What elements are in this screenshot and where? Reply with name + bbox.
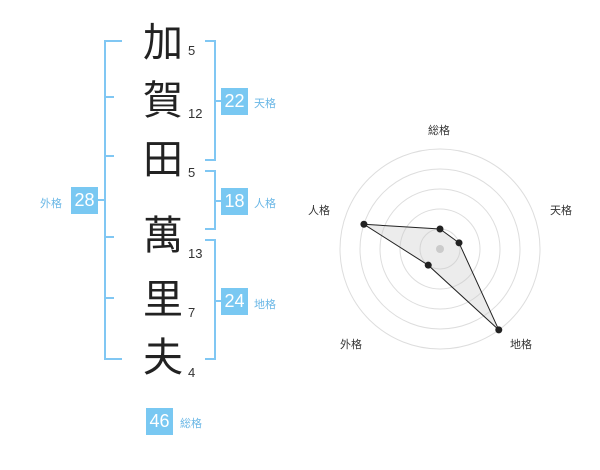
name-char-3: 田 xyxy=(143,137,183,183)
radar-ring xyxy=(359,168,521,330)
stroke-count-4: 13 xyxy=(188,246,203,261)
radar-label-soukaku: 総格 xyxy=(428,124,450,137)
radar-label-jinkaku: 人格 xyxy=(308,204,330,217)
tenkaku-connector xyxy=(214,100,221,102)
radar-point xyxy=(455,239,463,247)
stroke-count-5: 7 xyxy=(188,305,196,320)
radar-rings xyxy=(339,148,541,350)
radar-polygon-group xyxy=(363,223,500,331)
stroke-count-3: 5 xyxy=(188,165,196,180)
soukaku-label: 総格 xyxy=(180,417,202,430)
name-char-5: 里 xyxy=(143,277,183,323)
radar-label-gaikaku: 外格 xyxy=(340,338,362,351)
name-char-4: 萬 xyxy=(143,213,183,259)
radar-points xyxy=(360,220,503,334)
radar-ring xyxy=(379,188,501,310)
stroke-count-6: 4 xyxy=(188,365,196,380)
stroke-count-1: 5 xyxy=(188,43,196,58)
radar-center xyxy=(436,245,444,253)
bracket-tick xyxy=(104,236,114,238)
chikaku-connector xyxy=(214,300,221,302)
name-char-1: 加 xyxy=(143,20,183,66)
radar-label-chikaku: 地格 xyxy=(510,338,532,351)
name-char-2: 賀 xyxy=(143,78,183,124)
gaikaku-value: 28 xyxy=(71,187,98,214)
stroke-count-2: 12 xyxy=(188,106,203,121)
chikaku-label: 地格 xyxy=(254,298,276,311)
jinkaku-connector xyxy=(214,200,221,202)
bracket-tick xyxy=(104,155,114,157)
radar-label-tenkaku: 天格 xyxy=(550,204,572,217)
radar-ring xyxy=(399,208,481,290)
chikaku-bracket xyxy=(205,239,216,360)
radar-point xyxy=(360,220,368,228)
tenkaku-value: 22 xyxy=(221,88,248,115)
jinkaku-value: 18 xyxy=(221,188,248,215)
name-char-6: 夫 xyxy=(143,335,183,381)
bracket-tick xyxy=(104,297,114,299)
gaikaku-connector xyxy=(98,199,106,201)
soukaku-value: 46 xyxy=(146,408,173,435)
radar-point xyxy=(495,326,503,334)
radar-ring xyxy=(339,148,541,350)
radar-point xyxy=(424,261,432,269)
radar-polygon xyxy=(363,223,500,331)
jinkaku-label: 人格 xyxy=(254,197,276,210)
gaikaku-label: 外格 xyxy=(40,197,62,210)
tenkaku-label: 天格 xyxy=(254,97,276,110)
chikaku-value: 24 xyxy=(221,288,248,315)
bracket-tick xyxy=(104,96,114,98)
radar-point xyxy=(436,225,444,233)
